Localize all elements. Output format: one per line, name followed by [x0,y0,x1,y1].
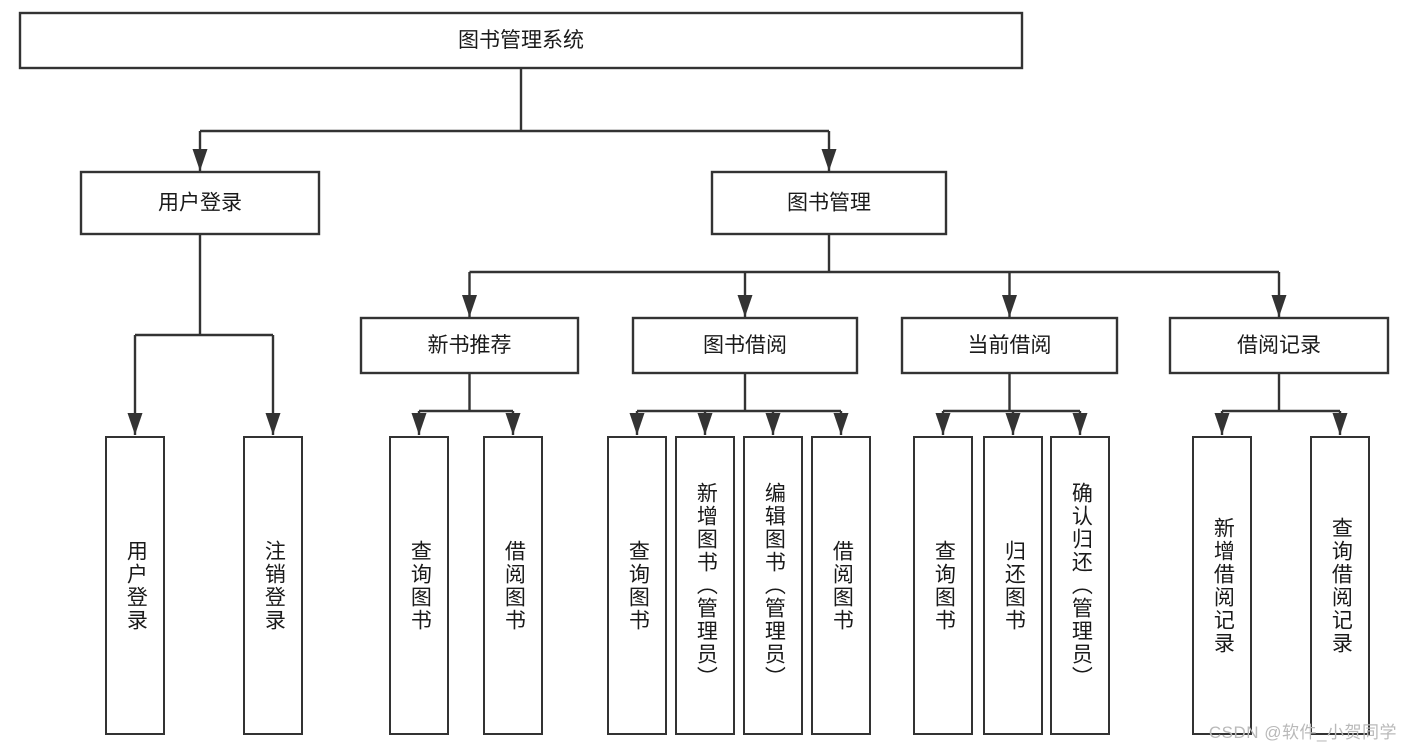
node-leaf-query-book-cur[interactable]: 查询图书 [913,436,973,735]
node-book-borrow-rect [631,316,859,375]
node-new-book-recommend[interactable]: 新书推荐 [359,316,580,375]
node-leaf-borrow-book-new[interactable]: 借阅图书 [483,436,543,735]
node-borrow-record-label: 借阅记录 [1237,334,1321,357]
arrow-head-icon-leaf-user-login [127,413,143,435]
node-leaf-borrow-book-bor[interactable]: 借阅图书 [811,436,871,735]
node-borrow-record-rect [1168,316,1390,375]
arrow-head-icon-leaf-edit-book [765,413,781,435]
node-user-login[interactable]: 用户登录 [79,170,321,236]
node-leaf-confirm-return[interactable]: 确认归还（管理员） [1050,436,1110,735]
arrow-head-icon-current-borrow [1002,295,1017,317]
node-borrow-record[interactable]: 借阅记录 [1168,316,1390,375]
node-leaf-logout[interactable]: 注销登录 [243,436,303,735]
arrow-head-icon-user-login [192,149,208,171]
node-leaf-query-book-new[interactable]: 查询图书 [389,436,449,735]
arrow-head-icon-leaf-add-book [697,413,713,435]
node-root-root-rect [18,11,1024,70]
arrow-head-icon-borrow-record [1271,295,1287,317]
arrow-head-icon-leaf-logout [265,413,281,435]
node-leaf-edit-book[interactable]: 编辑图书（管理员） [743,436,803,735]
arrow-head-icon-leaf-return-book [1005,413,1021,435]
node-leaf-return-book-label: 归还图书 [1002,539,1026,632]
arrow-head-icon-book-borrow [737,295,753,317]
node-root-root[interactable]: 图书管理系统 [18,11,1024,70]
node-book-manage-label: 图书管理 [787,192,871,215]
node-leaf-edit-book-label: 编辑图书（管理员） [762,482,786,689]
node-leaf-query-record-label: 查询借阅记录 [1329,516,1353,655]
node-leaf-add-book-label: 新增图书（管理员） [694,482,718,689]
node-user-login-label: 用户登录 [158,192,242,215]
arrow-head-icon-leaf-borrow-book-new [505,413,521,435]
node-leaf-return-book[interactable]: 归还图书 [983,436,1043,735]
node-new-book-recommend-label: 新书推荐 [428,334,512,357]
node-leaf-user-login[interactable]: 用户登录 [105,436,165,735]
node-leaf-add-record-label: 新增借阅记录 [1211,516,1235,655]
node-leaf-query-record[interactable]: 查询借阅记录 [1310,436,1370,735]
arrow-head-icon-leaf-query-book-new [411,413,427,435]
node-leaf-borrow-book-bor-label: 借阅图书 [830,539,854,632]
node-leaf-borrow-book-new-label: 借阅图书 [502,539,526,632]
node-leaf-user-login-label: 用户登录 [124,539,148,632]
watermark-label: CSDN @软件_小贺同学 [1208,723,1397,742]
node-leaf-query-book-cur-label: 查询图书 [932,539,956,632]
node-current-borrow-rect [900,316,1119,375]
node-leaf-query-book-new-label: 查询图书 [408,539,432,632]
arrow-head-icon-leaf-query-record [1332,413,1348,435]
node-book-manage-rect [710,170,948,236]
node-leaf-query-book-bor[interactable]: 查询图书 [607,436,667,735]
node-user-login-rect [79,170,321,236]
node-new-book-recommend-rect [359,316,580,375]
node-book-borrow-label: 图书借阅 [703,334,787,357]
node-book-manage[interactable]: 图书管理 [710,170,948,236]
arrow-head-icon-leaf-borrow-book-bor [833,413,849,435]
node-leaf-query-book-bor-label: 查询图书 [626,539,650,632]
node-leaf-add-book[interactable]: 新增图书（管理员） [675,436,735,735]
node-book-borrow[interactable]: 图书借阅 [631,316,859,375]
arrow-head-icon-leaf-confirm-return [1072,413,1088,435]
node-leaf-add-record[interactable]: 新增借阅记录 [1192,436,1252,735]
node-root-root-label: 图书管理系统 [458,29,584,52]
arrow-head-icon-leaf-query-book-cur [935,413,951,435]
node-current-borrow[interactable]: 当前借阅 [900,316,1119,375]
arrow-head-icon-book-manage [821,149,837,171]
arrow-head-icon-leaf-query-book-bor [629,413,645,435]
node-leaf-logout-label: 注销登录 [262,539,286,632]
arrow-head-icon-leaf-add-record [1214,413,1230,435]
arrow-head-icon-new-book-recommend [462,295,477,317]
connector-layer [127,68,1348,435]
node-leaf-confirm-return-label: 确认归还（管理员） [1069,482,1093,689]
node-current-borrow-label: 当前借阅 [968,334,1052,357]
